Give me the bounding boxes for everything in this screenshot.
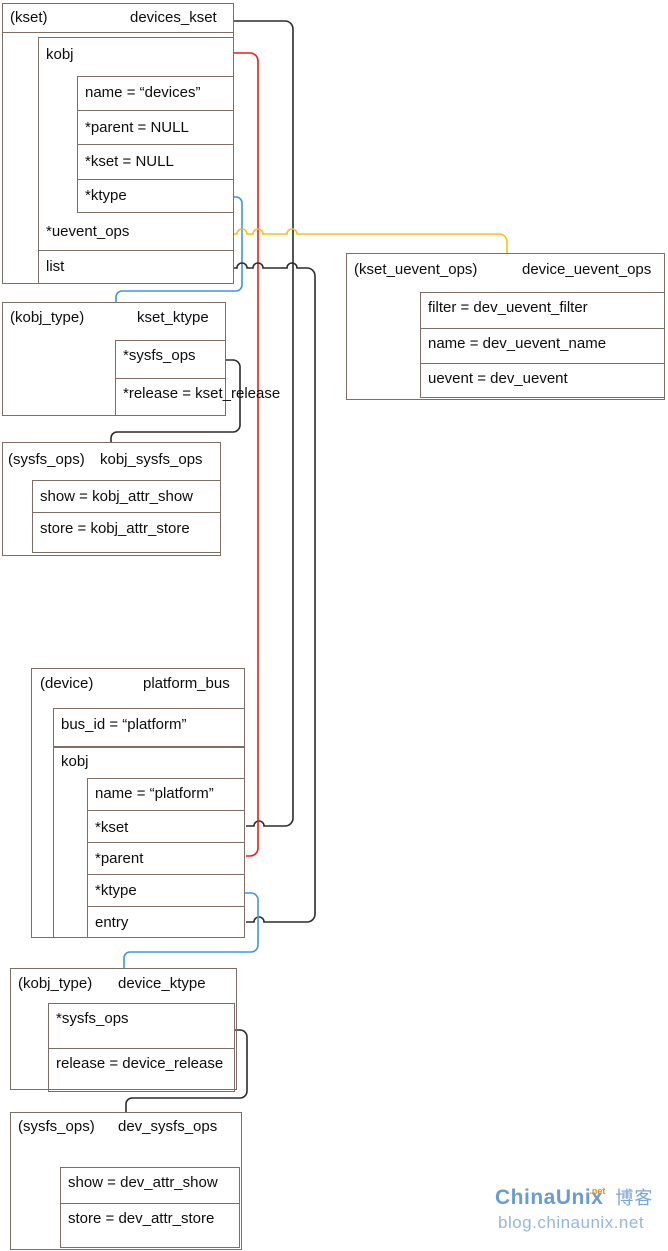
dev-sysfs-ops-fields-box (60, 1167, 240, 1248)
row-divider (87, 810, 245, 811)
field-dev-uevent-filter: filter = dev_uevent_filter (428, 299, 588, 316)
field-sysfs-ops: *sysfs_ops (56, 1010, 129, 1027)
field-dev-uevent-name: name = dev_uevent_name (428, 335, 607, 352)
chinaunix-net-superscript: .net (589, 1186, 606, 1196)
field-ktype-ptr: *ktype (95, 882, 137, 899)
wire-platform-kset-to-devices-kset (234, 20, 294, 827)
row-divider (420, 363, 665, 364)
chinaunix-logo: ChinaUnix.net 博客 (495, 1184, 653, 1210)
kset-ktype-type-label: (kobj_type) (10, 309, 85, 326)
field-dev-attr-store: store = dev_attr_store (68, 1210, 215, 1227)
dev-sysfs-ops-box (10, 1112, 242, 1250)
field-bus-id: bus_id = “platform” (61, 716, 187, 733)
field-kset-release: *release = kset_release (123, 385, 281, 402)
kobj-sysfs-ops-fields-box (32, 480, 221, 553)
wire-devices-list-to-platform-entry (234, 262, 316, 923)
kset-ktype-name-label: kset_ktype (137, 309, 209, 326)
row-divider (420, 328, 665, 329)
field-kobj-attr-store: store = kobj_attr_store (40, 520, 190, 537)
kobj-sysfs-ops-name-label: kobj_sysfs_ops (100, 451, 203, 468)
row-divider (115, 378, 226, 379)
wire-uevent-ops-to-device-uevent-ops (234, 228, 508, 253)
row-divider (77, 179, 234, 180)
field-device-release: release = device_release (56, 1055, 224, 1072)
device-uevent-ops-type-label: (kset_uevent_ops) (354, 261, 478, 278)
field-parent-ptr: *parent (95, 850, 144, 867)
dev-sysfs-ops-type-label: (sysfs_ops) (18, 1118, 95, 1135)
chinaunix-watermark: ChinaUnix.net 博客 blog.chinaunix.net (495, 1184, 653, 1233)
field-dev-uevent: uevent = dev_uevent (428, 370, 568, 387)
device-ktype-fields-box (48, 1003, 235, 1092)
wire-devices-ktype-to-kset-ktype (115, 196, 243, 302)
device-ktype-box (10, 968, 237, 1090)
device-uevent-ops-name-label: device_uevent_ops (522, 261, 652, 278)
field-sysfs-ops: *sysfs_ops (123, 347, 196, 364)
devices-kset-type-label: (kset) (10, 9, 48, 26)
wire-device-ktype-sysfs-to-dev-sysfs-ops (125, 1029, 248, 1112)
field-kset-null: *kset = NULL (85, 153, 174, 170)
row-divider (77, 144, 234, 145)
device-ktype-type-label: (kobj_type) (18, 975, 93, 992)
row-divider (87, 906, 245, 907)
devices-kset-header-divider (2, 32, 234, 33)
field-kobj-attr-show: show = kobj_attr_show (40, 488, 194, 505)
wire-kset-ktype-sysfs-to-kobj-sysfs-ops (110, 359, 241, 442)
row-divider (87, 874, 245, 875)
row-divider (77, 110, 234, 111)
devices-kset-name-label: devices_kset (130, 9, 217, 26)
row-divider (60, 1203, 240, 1204)
device-uevent-ops-fields-box (420, 292, 665, 398)
platform-bus-busid-box (53, 708, 245, 747)
wire-platform-ktype-to-device-ktype (123, 892, 259, 968)
field-name-platform: name = “platform” (95, 785, 214, 802)
kobj-struct-label: kobj (61, 753, 89, 770)
field-uevent-ops: *uevent_ops (46, 223, 130, 240)
kobj-struct-label: kobj (46, 46, 74, 63)
row-divider (87, 842, 245, 843)
device-ktype-name-label: device_ktype (118, 975, 206, 992)
row-divider (38, 250, 234, 251)
chinaunix-brand-text: ChinaUnix (495, 1186, 604, 1209)
row-divider (48, 1048, 235, 1049)
chinaunix-blog-cjk-text: 博客 (615, 1188, 654, 1208)
field-entry: entry (95, 914, 129, 931)
field-ktype: *ktype (85, 187, 127, 204)
dev-sysfs-ops-name-label: dev_sysfs_ops (118, 1118, 218, 1135)
row-divider (32, 512, 221, 513)
platform-bus-type-label: (device) (40, 675, 94, 692)
field-kset-ptr: *kset (95, 819, 129, 836)
platform-bus-name-label: platform_bus (143, 675, 230, 692)
field-parent-null: *parent = NULL (85, 119, 189, 136)
field-list: list (46, 258, 65, 275)
field-dev-attr-show: show = dev_attr_show (68, 1174, 218, 1191)
kobj-sysfs-ops-type-label: (sysfs_ops) (8, 451, 85, 468)
wire-platform-parent-to-devices-kobj (234, 52, 259, 857)
field-name-devices: name = “devices” (85, 84, 201, 101)
chinaunix-blog-url: blog.chinaunix.net (498, 1213, 645, 1232)
platform-bus-kobj-fields-box (87, 778, 245, 938)
